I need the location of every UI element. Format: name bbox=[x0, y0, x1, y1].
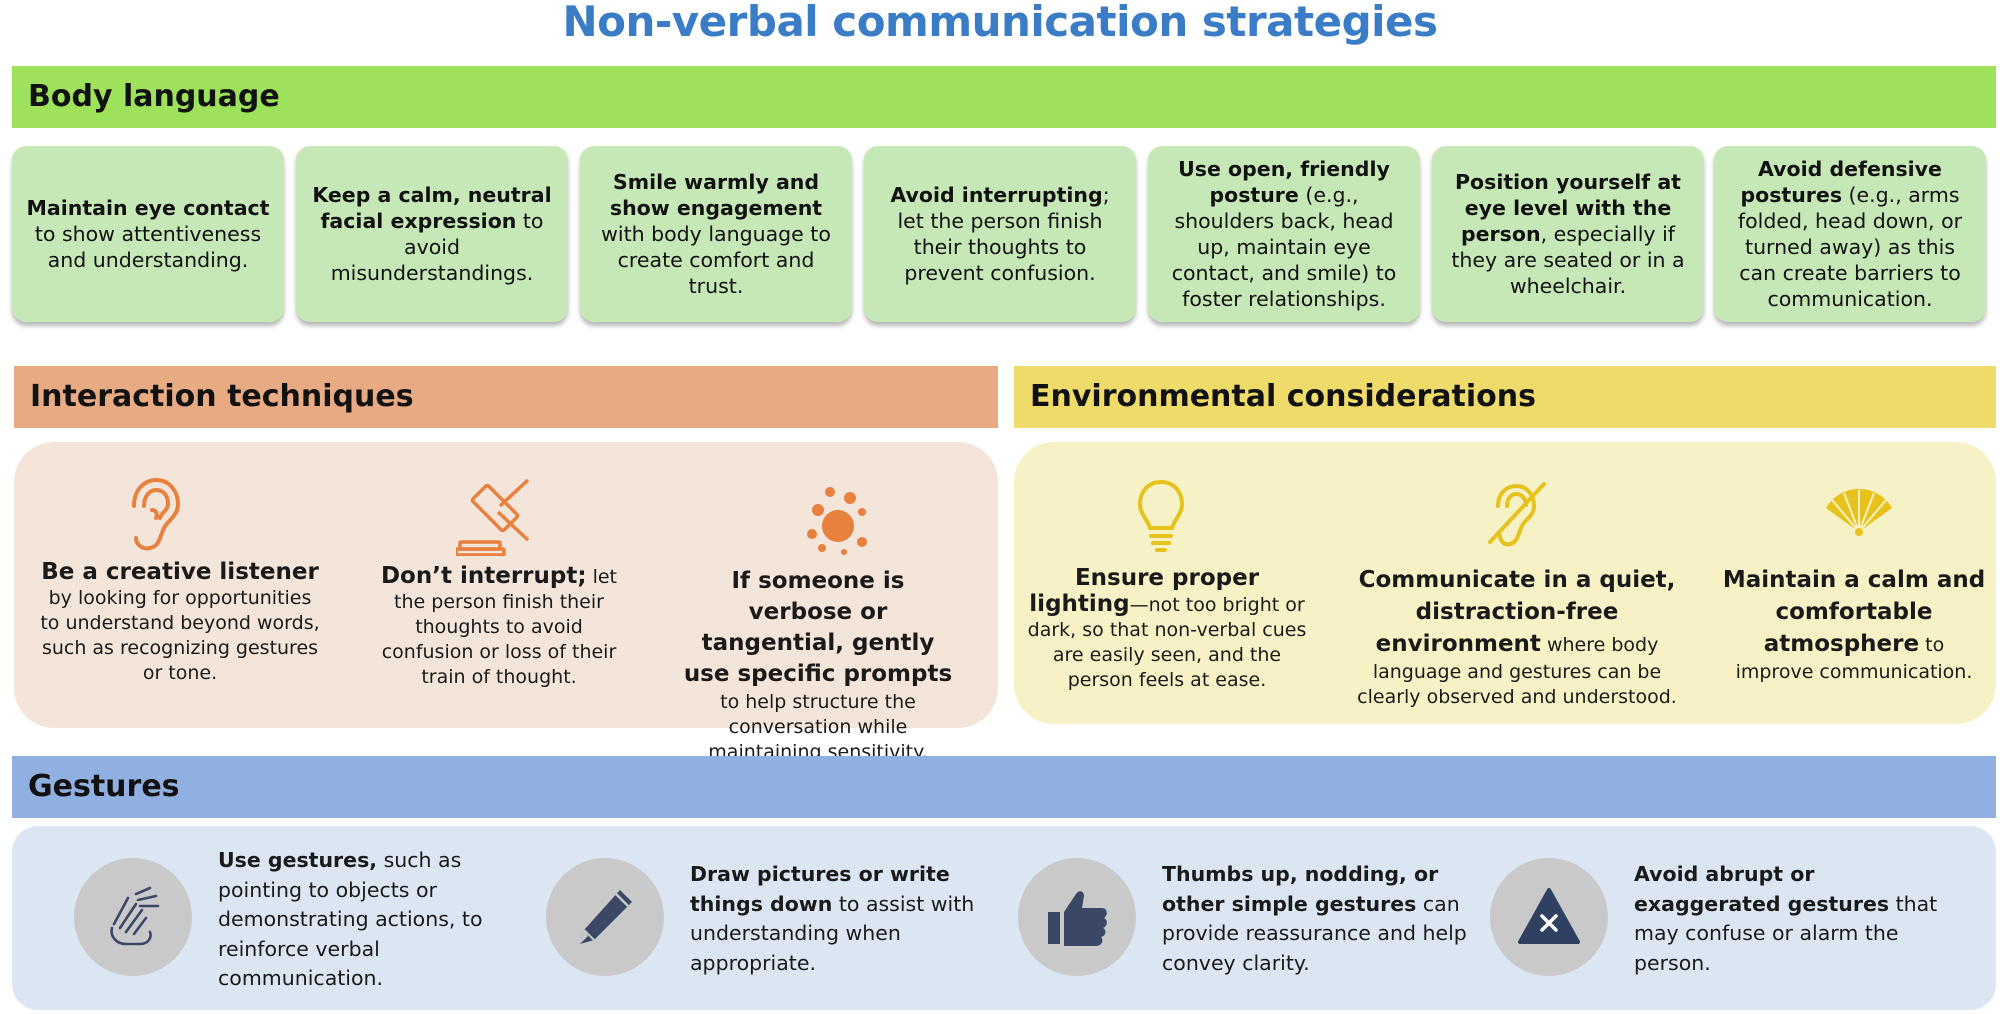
item-text: to assist with understanding when approp… bbox=[690, 891, 975, 975]
environment-item: Ensure proper lighting—not too bright or… bbox=[1024, 566, 1310, 693]
gesture-item: Draw pictures or write things down to as… bbox=[690, 860, 1020, 978]
card-text: (e.g., arms folded, head down, or turned… bbox=[1737, 183, 1963, 311]
interaction-techniques-heading: Interaction techniques bbox=[14, 366, 998, 428]
body-language-card: Smile warmly and show engagement with bo… bbox=[580, 146, 852, 322]
body-language-card: Position yourself at eye level with the … bbox=[1432, 146, 1704, 322]
no-hearing-icon bbox=[1488, 482, 1546, 547]
pencil-icon bbox=[580, 890, 632, 944]
card-bold: Avoid defensive postures bbox=[1740, 157, 1942, 207]
page-title: Non-verbal communication strategies bbox=[562, 0, 1438, 46]
gavel-icon bbox=[456, 478, 530, 556]
item-bold: Avoid abrupt or exaggerated gestures bbox=[1634, 862, 1890, 916]
body-language-card: Keep a calm, neutral facial expression t… bbox=[296, 146, 568, 322]
gesture-icon-circle bbox=[546, 858, 664, 976]
item-text: let the person finish their thoughts to … bbox=[381, 566, 618, 688]
item-text: such as pointing to objects or demonstra… bbox=[218, 848, 483, 990]
interaction-item: If someone is verbose or tangential, gen… bbox=[680, 566, 956, 765]
interaction-item: Be a creative listener by looking for op… bbox=[40, 560, 320, 686]
body-language-heading: Body language bbox=[12, 66, 1996, 128]
item-bold: Communicate in a quiet, distraction-free… bbox=[1358, 567, 1676, 657]
environment-item: Maintain a calm and comfortable atmosphe… bbox=[1722, 564, 1986, 685]
item-text: to improve communication. bbox=[1735, 634, 1973, 683]
body-language-card: Avoid interrupting; let the person finis… bbox=[864, 146, 1136, 322]
interaction-item: Don’t interrupt; let the person finish t… bbox=[368, 564, 630, 690]
warning-x-icon bbox=[1518, 888, 1580, 944]
environment-item: Communicate in a quiet, distraction-free… bbox=[1352, 564, 1682, 710]
item-bold: Use gestures, bbox=[218, 848, 378, 872]
card-text: (e.g., shoulders back, head up, maintain… bbox=[1171, 183, 1397, 311]
item-bold: If someone is verbose or tangential, gen… bbox=[683, 568, 953, 687]
item-text: where body language and gestures can be … bbox=[1357, 634, 1677, 708]
card-text: with body language to create comfort and… bbox=[601, 222, 831, 298]
card-bold: Smile warmly and show engagement bbox=[609, 170, 823, 220]
gestures-heading: Gestures bbox=[12, 756, 1996, 818]
card-bold: Use open, friendly posture bbox=[1178, 157, 1390, 207]
card-text: to show attentiveness and understanding. bbox=[34, 222, 262, 272]
item-bold: Don’t interrupt; bbox=[380, 563, 587, 589]
environmental-considerations-heading: Environmental considerations bbox=[1014, 366, 1996, 428]
card-bold: Position yourself at eye level with the … bbox=[1455, 170, 1681, 246]
card-bold: Keep a calm, neutral facial expression bbox=[312, 183, 552, 233]
card-bold: Avoid interrupting bbox=[890, 183, 1103, 207]
item-bold: Be a creative listener bbox=[41, 559, 319, 585]
thumbs-up-icon bbox=[1048, 891, 1107, 946]
body-language-card: Avoid defensive postures (e.g., arms fol… bbox=[1714, 146, 1986, 322]
card-text: to avoid misunderstandings. bbox=[330, 209, 544, 285]
item-text: that may confuse or alarm the person. bbox=[1634, 891, 1938, 975]
gesture-icon-circle bbox=[74, 858, 192, 976]
gesture-icon-circle bbox=[1018, 858, 1136, 976]
gestures-panel bbox=[12, 826, 1996, 1010]
gesture-item: Avoid abrupt or exaggerated gestures tha… bbox=[1634, 860, 1964, 978]
card-text: ; let the person finish their thoughts t… bbox=[897, 183, 1110, 285]
item-text: can provide reassurance and help convey … bbox=[1162, 891, 1467, 975]
item-bold: Thumbs up, nodding, or other simple gest… bbox=[1162, 862, 1439, 916]
item-text: by looking for opportunities to understa… bbox=[40, 587, 320, 684]
item-bold: Maintain a calm and comfortable atmosphe… bbox=[1722, 567, 1986, 657]
fan-icon bbox=[1826, 488, 1892, 536]
gesture-item: Use gestures, such as pointing to object… bbox=[218, 846, 548, 994]
item-text: —not too bright or dark, so that non-ver… bbox=[1027, 594, 1307, 691]
ear-icon bbox=[132, 477, 181, 551]
body-language-card: Use open, friendly posture (e.g., should… bbox=[1148, 146, 1420, 322]
bubbles-icon bbox=[807, 487, 867, 555]
gesture-icon-circle bbox=[1490, 858, 1608, 976]
item-bold: Draw pictures or write things down bbox=[690, 862, 950, 916]
body-language-card: Maintain eye contact to show attentivene… bbox=[12, 146, 284, 322]
sign-language-icon bbox=[110, 886, 160, 946]
card-bold: Maintain eye contact bbox=[26, 196, 270, 220]
item-bold: Ensure proper lighting bbox=[1029, 565, 1260, 617]
card-text: , especially if they are seated or in a … bbox=[1451, 222, 1685, 298]
item-text: to help structure the conversation while… bbox=[708, 691, 928, 763]
lightbulb-icon bbox=[1137, 479, 1185, 552]
gesture-item: Thumbs up, nodding, or other simple gest… bbox=[1162, 860, 1492, 978]
